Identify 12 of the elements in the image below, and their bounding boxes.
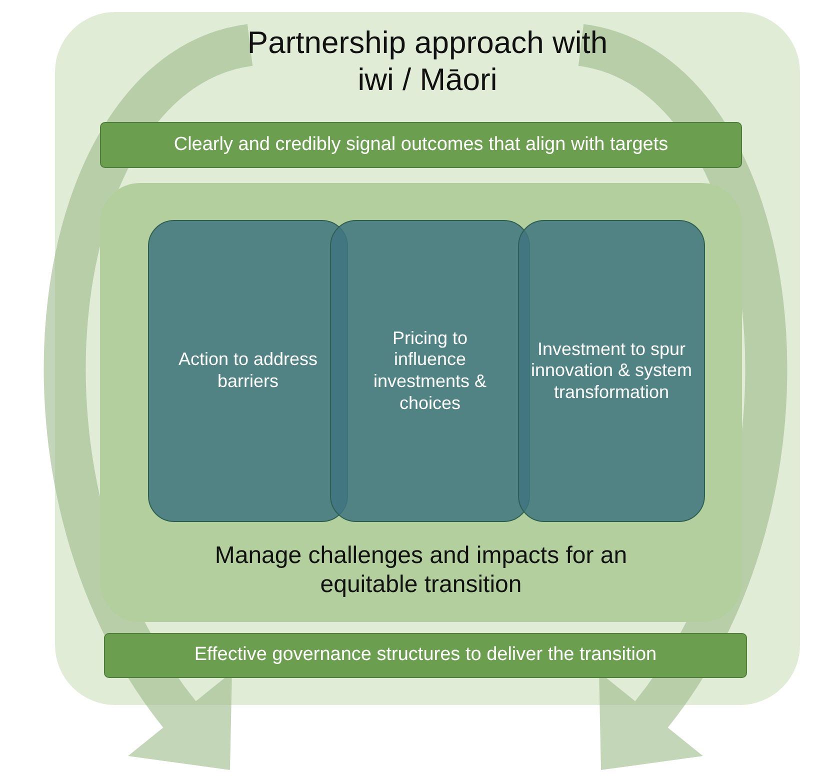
card-text: Pricing to influence investments & choices [372,328,488,414]
pillar-card [518,220,705,522]
card-text: Action to address barriers [177,349,319,393]
inner-panel [100,183,742,622]
outer-panel [55,12,800,705]
panel-title: Partnership approach with iwi / Māori [246,24,609,98]
card-text: Investment to spur innovation & system transformation [530,338,694,404]
panel-caption: Manage challenges and impacts for an equitable transition [214,542,628,600]
banner [100,122,742,168]
banner [104,633,747,678]
banner-text: Clearly and credibly signal outcomes that align with targets [174,134,668,156]
banner-text: Effective governance structures to deliver the transition [194,644,657,667]
